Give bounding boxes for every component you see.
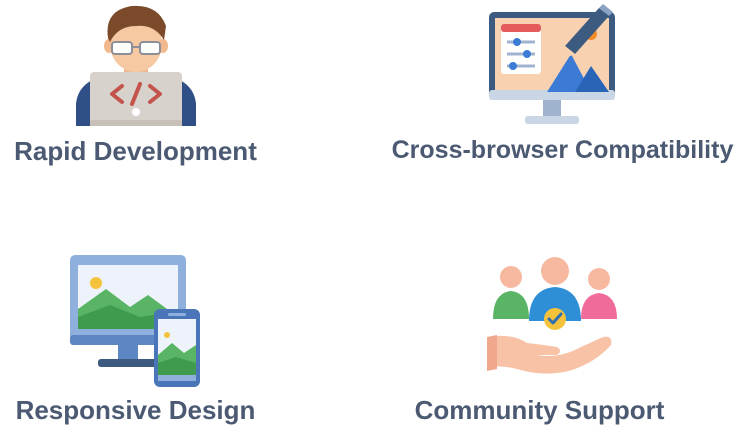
monitor-design-icon xyxy=(489,4,615,124)
feature-label: Responsive Design xyxy=(15,395,256,425)
feature-community-support: Community Support xyxy=(375,213,750,426)
community-hand-icon xyxy=(487,257,617,374)
feature-label: Community Support xyxy=(414,395,665,425)
feature-cross-browser: Cross-browser Compatibility xyxy=(375,0,750,213)
developer-laptop-icon xyxy=(76,5,196,126)
feature-label: Rapid Development xyxy=(14,136,257,166)
responsive-devices-icon xyxy=(70,255,200,387)
feature-rapid-development: Rapid Development xyxy=(0,0,375,213)
feature-responsive-design: Responsive Design xyxy=(0,213,375,426)
feature-label: Cross-browser Compatibility xyxy=(391,136,734,164)
